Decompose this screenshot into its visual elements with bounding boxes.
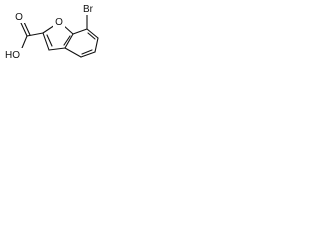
bond-co-double-a [20, 22, 28, 37]
hydroxyl-label: HO [5, 50, 20, 61]
carbonyl-oxygen-label: O [15, 12, 23, 23]
bond-c4-c3a [64, 47, 82, 58]
bond-c7a-c3a-double [63, 35, 71, 46]
bond-c2-cooh [26, 32, 44, 37]
ring-oxygen-label: O [55, 17, 63, 28]
bond-c7-c6-double [87, 32, 96, 40]
bond-c7a-c7 [72, 28, 88, 35]
bond-c6-c5 [94, 37, 99, 53]
bond-c3-c2-double [46, 34, 53, 47]
bond-c7-c6 [86, 28, 99, 39]
substituents [20, 14, 88, 49]
bromine-label: Br [83, 4, 94, 15]
chemical-structure: O Br O HO [4, 2, 100, 61]
bond-c-oh [21, 35, 28, 49]
bond-co-double-b [23, 21, 31, 36]
atom-labels: O Br O HO [4, 2, 100, 61]
bond-c3a-c3 [48, 47, 66, 51]
bond-c5-c4 [80, 51, 96, 58]
bond-c5-c4-double [81, 49, 93, 55]
bond-c3-c2 [42, 32, 50, 51]
benzene-ring [63, 28, 99, 58]
bond-c7a-c3a [64, 33, 74, 49]
